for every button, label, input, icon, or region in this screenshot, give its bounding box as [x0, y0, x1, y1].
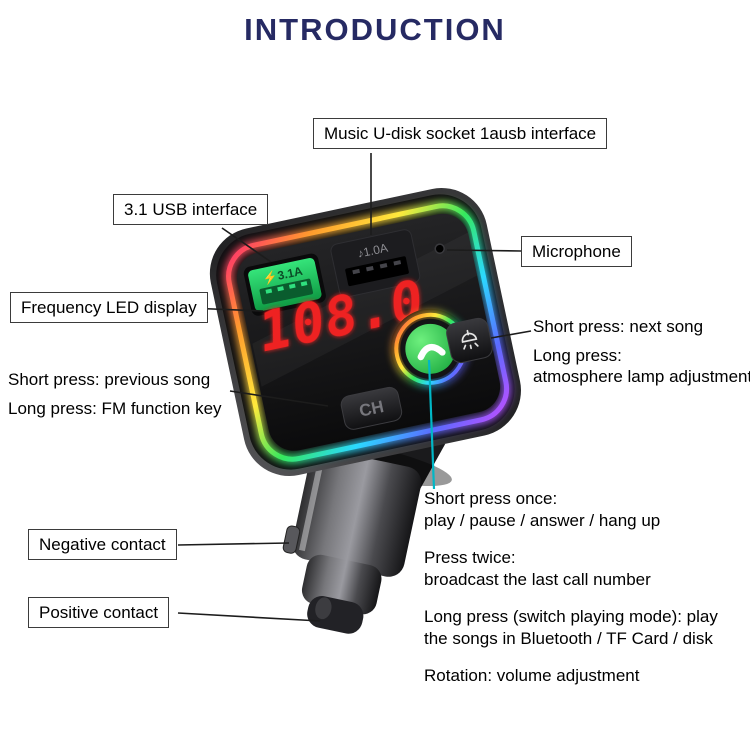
- leader-positive: [177, 612, 321, 622]
- leader-ch: [229, 390, 329, 407]
- page-title: INTRODUCTION: [244, 12, 506, 47]
- knob-callout-p4: Rotation: volume adjustment: [424, 665, 718, 687]
- microphone-hole: [434, 243, 445, 254]
- callout-negative-contact: Negative contact: [28, 529, 177, 560]
- knob-p1-line2: play / pause / answer / hang up: [424, 511, 661, 530]
- lamp-button: [446, 317, 493, 364]
- ch-callout-line2: Long press: FM function key: [8, 399, 222, 418]
- ch-button: CH: [340, 386, 403, 430]
- knob-callout-p1: Short press once: play / pause / answer …: [424, 488, 718, 532]
- knob-p4-line1: Rotation: volume adjustment: [424, 666, 640, 685]
- tip-highlight: [315, 597, 332, 620]
- callout-microphone: Microphone: [521, 236, 632, 267]
- usb-port-1-0a: ♪1.0A: [330, 229, 421, 298]
- knob-p3-line1: Long press (switch playing mode): play: [424, 607, 718, 626]
- negative-contact: [282, 525, 301, 554]
- leader-lamp: [490, 330, 532, 339]
- usb-port-3-1a: ⚡3.1A: [243, 253, 326, 316]
- callout-usb31: 3.1 USB interface: [113, 194, 269, 225]
- usb-music-label: ♪1.0A: [356, 241, 389, 261]
- callout-frequency-display: Frequency LED display: [10, 292, 208, 323]
- callout-knob: Short press once: play / pause / answer …: [424, 488, 718, 702]
- phone-icon: [417, 343, 446, 361]
- device-head: ⚡3.1A ♪1.0A 108.0: [209, 187, 521, 476]
- knob-p2-line1: Press twice:: [424, 548, 516, 567]
- barrel-highlight: [298, 459, 324, 552]
- leader-usb31: [221, 227, 272, 263]
- face-gloss: [252, 232, 478, 387]
- plug-stem: [282, 414, 452, 634]
- knob-callout-p3: Long press (switch playing mode): play t…: [424, 606, 718, 650]
- callout-music-udisk: Music U-disk socket 1ausb interface: [313, 118, 608, 149]
- callout-ch-key: Short press: previous song Long press: F…: [8, 369, 222, 419]
- callout-lamp-button: Short press: next song Long press: atmos…: [533, 316, 750, 387]
- lamp-callout-line2: Long press:: [533, 346, 622, 365]
- rgb-atmosphere-ring: [224, 201, 512, 464]
- lamp-icon: [461, 329, 479, 350]
- knob-p1-line1: Short press once:: [424, 489, 558, 508]
- plug-barrel: [292, 449, 422, 577]
- knob-p3-line2: the songs in Bluetooth / TF Card / disk: [424, 629, 713, 648]
- ch-callout-line1: Short press: previous song: [8, 370, 211, 389]
- lamp-callout-line3: atmosphere lamp adjustment: [533, 367, 750, 386]
- leader-lines: [177, 153, 532, 622]
- leader-knob: [427, 359, 436, 490]
- leader-negative: [177, 542, 290, 546]
- leader-microphone: [446, 249, 522, 252]
- callout-positive-contact: Positive contact: [28, 597, 170, 628]
- lamp-callout-line1: Short press: next song: [533, 317, 704, 336]
- knob-p2-line2: broadcast the last call number: [424, 570, 651, 589]
- knob-callout-p2: Press twice: broadcast the last call num…: [424, 547, 718, 591]
- ch-button-label: CH: [358, 397, 386, 421]
